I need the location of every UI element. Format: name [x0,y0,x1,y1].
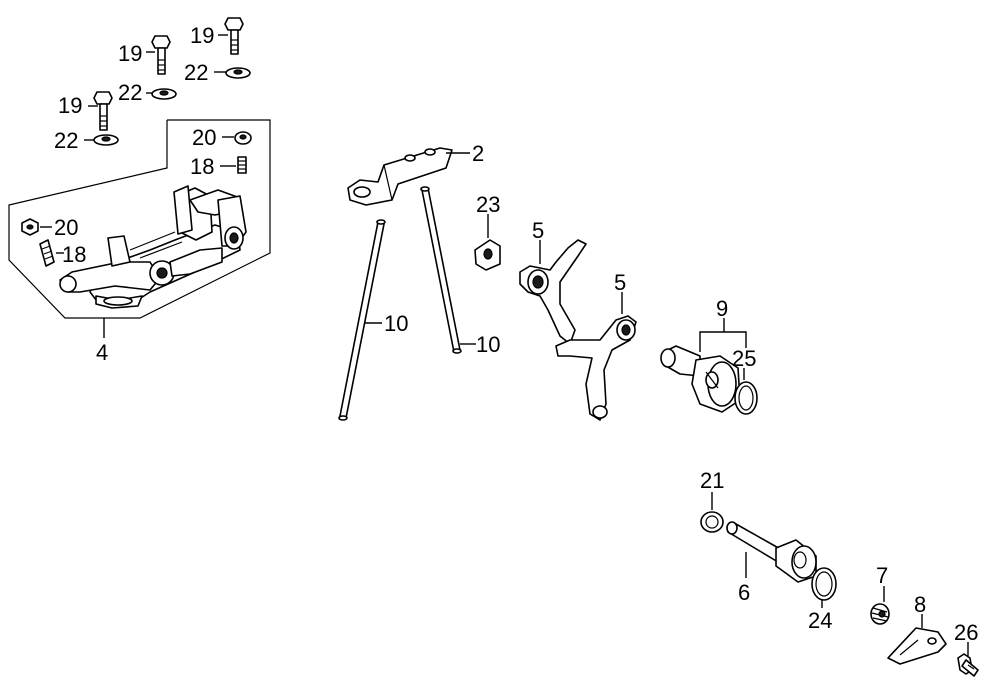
callout-24: 24 [808,608,832,633]
callout-20-b: 20 [54,215,78,240]
callout-22-b: 22 [118,80,142,105]
callout-19-c: 19 [58,93,82,118]
washer-21 [700,511,724,533]
push-rod-10-left [338,219,386,421]
bolt-19-middle [93,91,113,131]
stud-18-lower [39,239,55,267]
rocker-arm-assembly-4 [59,185,247,309]
callout-22-c: 22 [54,128,78,153]
spring-7 [870,603,890,625]
callout-9: 9 [716,296,728,321]
bolt-19-top-right [224,17,244,55]
washer-22-lower [93,134,119,146]
rocker-arm-5-lower [555,315,637,421]
callout-20-a: 20 [192,125,216,150]
callout-5-b: 5 [614,270,626,295]
callout-4: 4 [96,340,108,365]
bolt-19-top-left [151,35,171,75]
o-ring-24 [811,567,837,601]
callout-22-a: 22 [184,60,208,85]
bracket-2 [347,147,453,206]
callout-18-a: 18 [190,154,214,179]
rocker-arm-5-upper [519,239,587,345]
bolt-26 [957,653,979,677]
callout-7: 7 [876,563,888,588]
callout-2: 2 [472,141,484,166]
callout-5-a: 5 [532,218,544,243]
plate-23 [474,239,501,271]
washer-22-middle [151,88,177,100]
callout-10-a: 10 [384,311,408,336]
callout-23: 23 [476,192,500,217]
callout-19-a: 19 [190,23,214,48]
callout-6: 6 [738,580,750,605]
callout-26: 26 [954,620,978,645]
callout-8: 8 [914,592,926,617]
shaft-9 [660,345,741,413]
push-rod-10-right [420,186,462,354]
shaft-6 [726,521,817,583]
callout-10-b: 10 [476,332,500,357]
washer-22-top [225,67,251,79]
callout-25: 25 [732,346,756,371]
nut-20-lower [21,218,39,236]
nut-20-upper [234,131,252,145]
callout-19-b: 19 [118,41,142,66]
plate-8 [887,627,947,665]
callout-21: 21 [700,468,724,493]
stud-18-upper [237,156,247,174]
callout-18-b: 18 [62,242,86,267]
assembly-4-outline [8,119,271,319]
o-ring-25 [734,381,758,415]
